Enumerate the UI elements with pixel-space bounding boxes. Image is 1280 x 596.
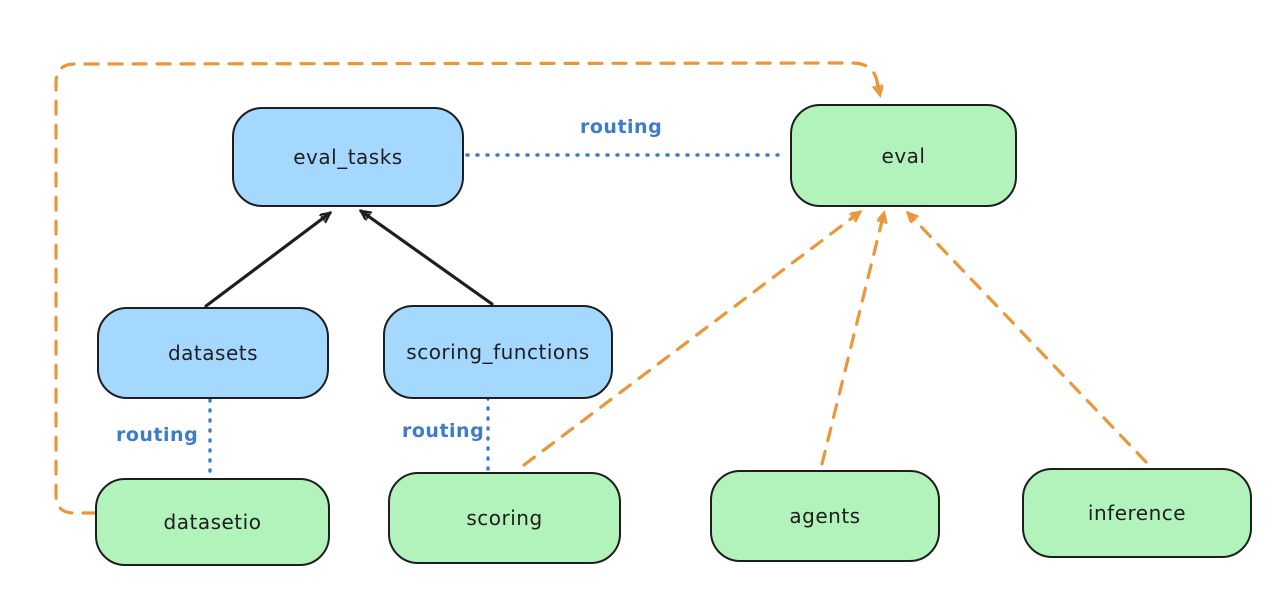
node-datasets-label: datasets [167,341,259,365]
node-scoring-functions: scoring_functions [383,305,613,399]
node-datasetio: datasetio [95,478,330,566]
node-eval-label: eval [881,143,926,168]
node-agents: agents [710,470,940,562]
node-datasetio-label: datasetio [163,510,262,534]
edge-scoring-functions-to-eval-tasks [361,209,494,306]
node-inference: inference [1022,468,1252,558]
edge-inference-to-eval [908,213,1148,464]
node-inference-label: inference [1087,501,1187,525]
node-eval: eval [790,104,1017,207]
routing-label-datasets-datasetio: routing [116,424,199,446]
node-eval-tasks-label: eval_tasks [293,145,403,169]
node-scoring-label: scoring [466,506,543,530]
routing-label-scoring-functions-scoring: routing [402,420,485,442]
node-scoring-functions-label: scoring_functions [406,340,590,364]
edge-agents-to-eval [820,213,884,466]
routing-label-eval-tasks-eval: routing [580,116,663,138]
node-scoring: scoring [388,472,621,564]
node-datasets: datasets [97,307,329,399]
node-agents-label: agents [789,504,861,528]
node-eval-tasks: eval_tasks [232,107,464,207]
edge-datasets-to-eval-tasks [204,213,330,308]
